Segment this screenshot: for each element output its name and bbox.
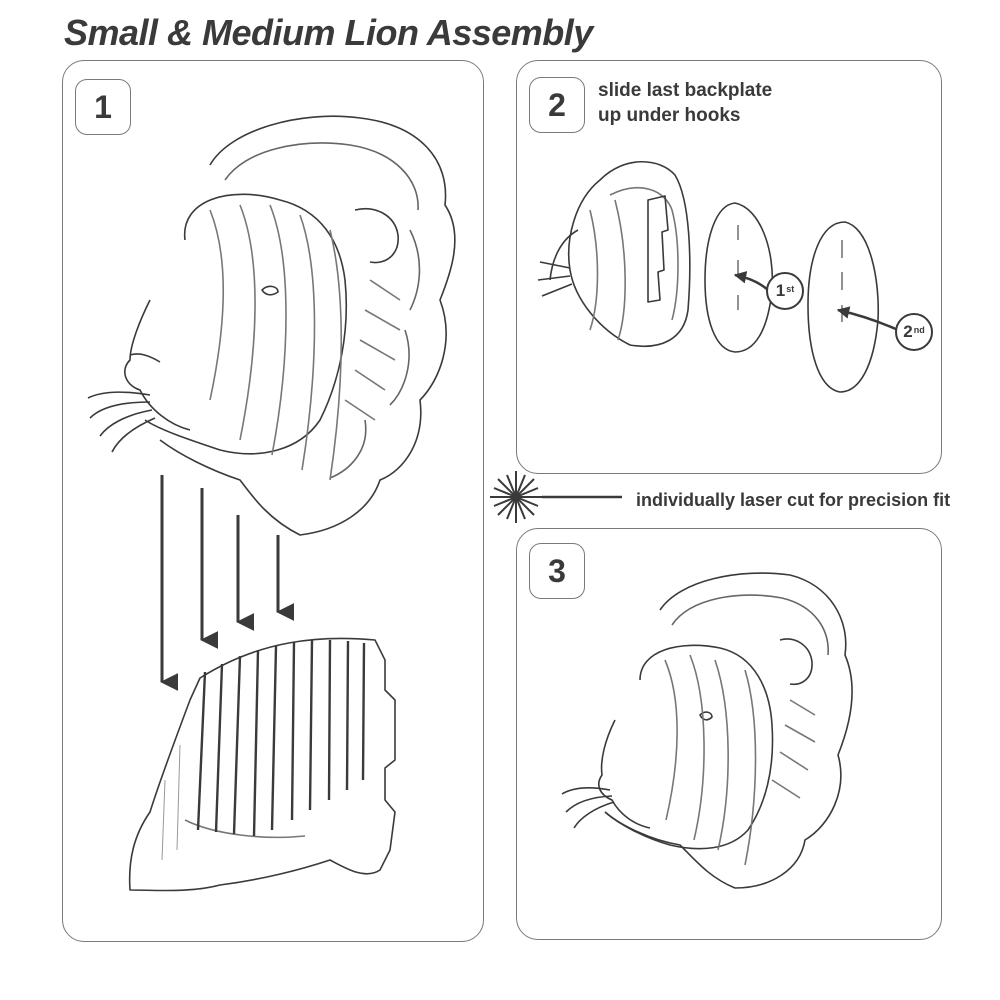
- second-order-suffix: nd: [913, 325, 925, 335]
- laser-cut-note: individually laser cut for precision fit: [636, 490, 951, 510]
- step-2-instruction-line-2: up under hooks: [598, 105, 741, 126]
- first-order-number: 1: [775, 281, 786, 300]
- step-3-number: 3: [529, 543, 585, 599]
- second-order-number: 2: [903, 322, 913, 341]
- step-2-instruction-line-1: slide last backplate: [598, 80, 773, 101]
- laser-burst-icon: [490, 471, 622, 523]
- first-order-suffix: st: [786, 284, 795, 294]
- step-1-number: 1: [75, 79, 131, 135]
- step-2-instruction: slide last backplate up under hooks: [598, 78, 772, 128]
- step-2-number: 2: [529, 77, 585, 133]
- page-title: Small & Medium Lion Assembly: [64, 12, 593, 53]
- step-3-panel: 3: [516, 528, 942, 940]
- step-1-panel: 1: [62, 60, 484, 942]
